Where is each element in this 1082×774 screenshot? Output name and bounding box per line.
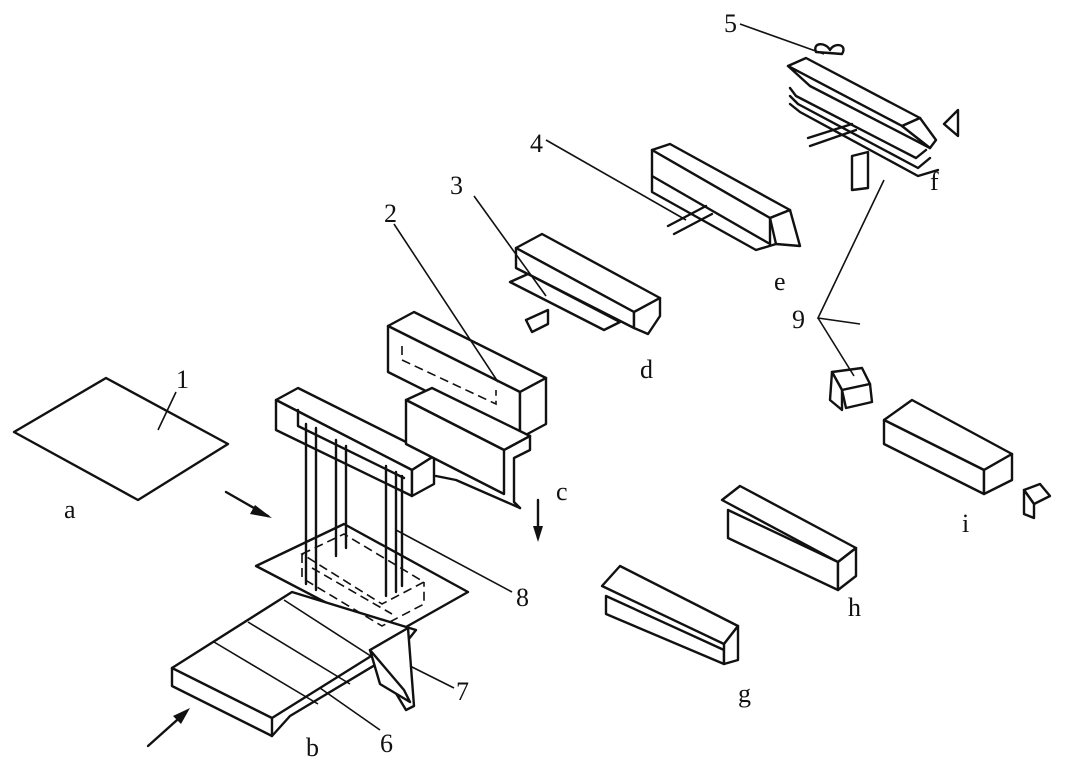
label-b: b bbox=[306, 733, 319, 762]
label-c: c bbox=[556, 477, 568, 506]
label-f: f bbox=[930, 167, 939, 196]
folded-piece-i bbox=[882, 398, 1052, 520]
folded-piece-h bbox=[720, 484, 858, 592]
number-8: 8 bbox=[516, 583, 529, 612]
label-e: e bbox=[774, 267, 786, 296]
number-6: 6 bbox=[380, 729, 393, 758]
folding-machine-b bbox=[170, 386, 470, 738]
feed-arrow-bottom bbox=[146, 708, 190, 748]
insert-piece-9 bbox=[828, 366, 874, 412]
label-h: h bbox=[848, 593, 861, 622]
label-i: i bbox=[962, 509, 969, 538]
down-arrow-c bbox=[533, 498, 543, 542]
number-5: 5 bbox=[724, 9, 737, 38]
label-d: d bbox=[640, 355, 653, 384]
label-g: g bbox=[738, 679, 751, 708]
leader-lines bbox=[157, 23, 885, 731]
folded-piece-e bbox=[650, 142, 802, 252]
number-7: 7 bbox=[456, 677, 469, 706]
number-4: 4 bbox=[530, 129, 543, 158]
folded-piece-g bbox=[600, 564, 740, 666]
number-9: 9 bbox=[792, 305, 805, 334]
label-a: a bbox=[64, 495, 76, 524]
folded-piece-f bbox=[786, 43, 960, 192]
tube-c bbox=[386, 310, 548, 510]
number-2: 2 bbox=[384, 199, 397, 228]
number-1: 1 bbox=[176, 365, 189, 394]
feed-arrow-top bbox=[224, 490, 272, 518]
sheet-a bbox=[12, 376, 230, 502]
folded-piece-d bbox=[508, 232, 662, 336]
number-3: 3 bbox=[450, 171, 463, 200]
